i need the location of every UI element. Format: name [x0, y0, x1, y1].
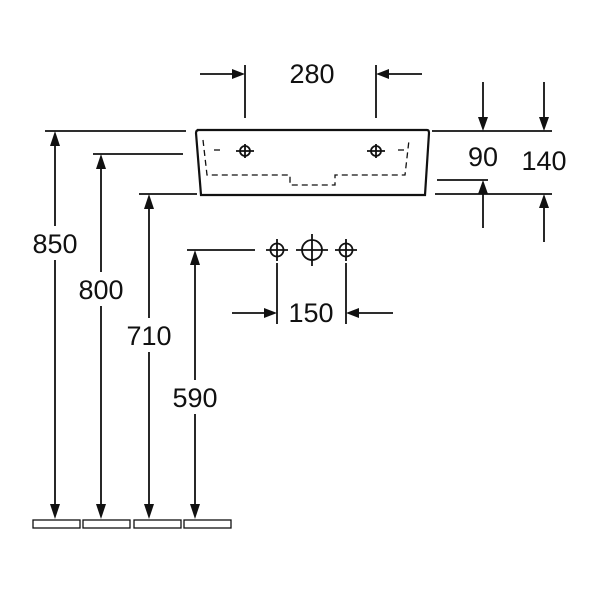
- label-overall-height: 140: [521, 146, 566, 176]
- dimension-height-800: 800: [68, 153, 183, 519]
- dimension-basin-width: 280: [200, 59, 422, 118]
- dimension-height-850: 850: [18, 130, 186, 519]
- tap-hole-center-icon: [296, 234, 328, 266]
- dimension-basin-height: 90: [432, 82, 552, 228]
- label-height-800: 800: [78, 275, 123, 305]
- floor-slab-2: [82, 519, 131, 529]
- dimension-overall-height: 140: [521, 82, 567, 242]
- floor-slab-1: [32, 519, 81, 529]
- dimension-height-590: 590: [162, 250, 228, 519]
- floor-slab-3: [133, 519, 182, 529]
- basin-inner-dashed-outline: [202, 139, 410, 186]
- dimension-tap-spacing: 150: [232, 263, 393, 328]
- floor-slab-4: [183, 519, 232, 529]
- tap-hole-left-icon: [236, 144, 254, 158]
- tap-holes-group: [187, 234, 357, 266]
- label-height-590: 590: [172, 383, 217, 413]
- dimension-height-710: 710: [116, 193, 197, 519]
- label-basin-height: 90: [468, 142, 498, 172]
- label-tap-spacing: 150: [288, 298, 333, 328]
- label-height-710: 710: [126, 321, 171, 351]
- floor-line: [32, 519, 232, 529]
- tap-hole-small-right-icon: [335, 239, 357, 261]
- label-height-850: 850: [32, 229, 77, 259]
- basin-body: [194, 128, 431, 197]
- label-basin-width: 280: [289, 59, 334, 89]
- tap-hole-right-icon: [367, 144, 385, 158]
- tap-hole-small-left-icon: [266, 239, 288, 261]
- basin-outline: [194, 128, 431, 197]
